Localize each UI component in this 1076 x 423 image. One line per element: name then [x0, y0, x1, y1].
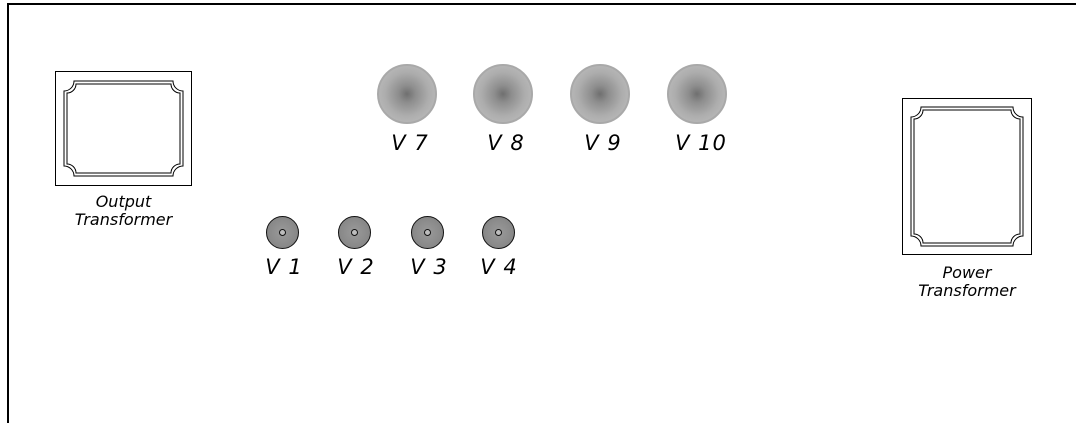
tube-socket-large-icon[interactable]	[570, 64, 630, 124]
tube-socket-large-icon[interactable]	[377, 64, 437, 124]
power-transformer-label: Power Transformer	[887, 264, 1047, 300]
tube-label-v7: V 7	[391, 131, 429, 155]
tube-label-v2: V 2	[337, 255, 375, 279]
tube-label-v4: V 4	[480, 255, 518, 279]
tube-pin-hole	[351, 229, 358, 236]
tube-socket-small-icon[interactable]	[338, 216, 371, 249]
tube-socket-small-icon[interactable]	[266, 216, 299, 249]
power-transformer[interactable]	[902, 98, 1032, 255]
output-transformer-label-line2: Transformer	[74, 210, 173, 229]
output-transformer-label: Output Transformer	[43, 193, 204, 229]
tube-socket-large-icon[interactable]	[667, 64, 727, 124]
tube-label-v10: V 10	[675, 131, 727, 155]
power-transformer-label-line1: Power	[942, 263, 992, 282]
output-transformer-label-line1: Output	[95, 192, 152, 211]
tube-label-v8: V 8	[487, 131, 525, 155]
tube-socket-large-icon[interactable]	[473, 64, 533, 124]
tube-label-v9: V 9	[584, 131, 622, 155]
tube-pin-hole	[495, 229, 502, 236]
chassis-outline	[7, 3, 1076, 423]
tube-socket-small-icon[interactable]	[482, 216, 515, 249]
transformer-icon	[902, 98, 1032, 255]
output-transformer[interactable]	[55, 71, 192, 186]
tube-pin-hole	[279, 229, 286, 236]
tube-socket-small-icon[interactable]	[411, 216, 444, 249]
tube-label-v1: V 1	[265, 255, 303, 279]
transformer-icon	[55, 71, 192, 186]
tube-label-v3: V 3	[410, 255, 448, 279]
power-transformer-label-line2: Transformer	[918, 281, 1016, 300]
tube-pin-hole	[424, 229, 431, 236]
